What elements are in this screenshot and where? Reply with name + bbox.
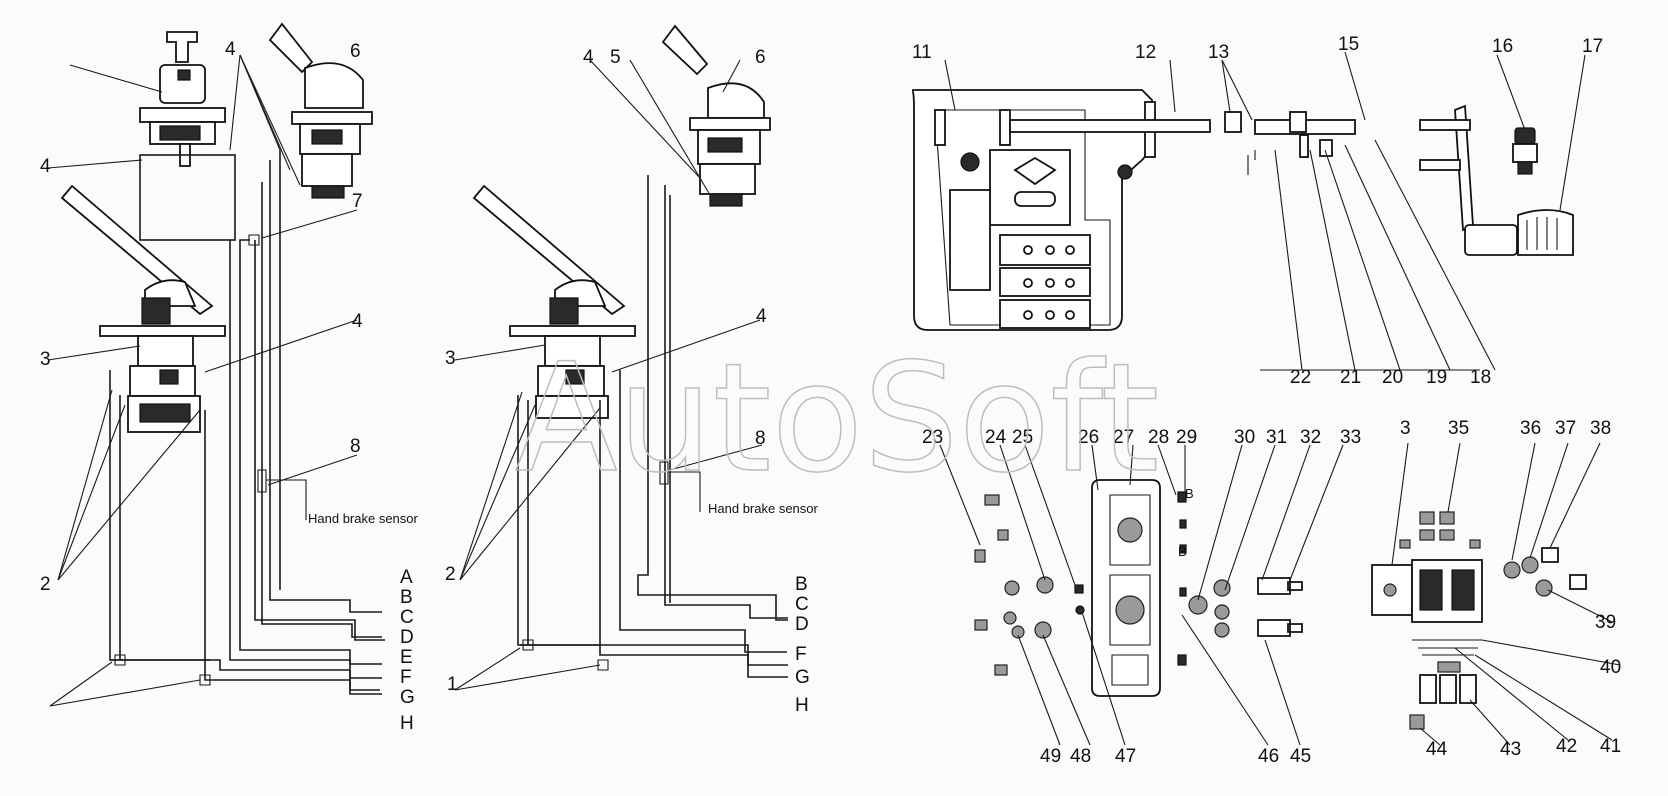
callout-44: 44: [1426, 739, 1448, 760]
middle-port-d: D: [795, 614, 809, 635]
callout-38: 38: [1590, 418, 1611, 439]
left-callout-2: 2: [40, 574, 51, 595]
left-piping: [109, 150, 385, 695]
middle-callout-2: 2: [445, 564, 456, 585]
callout-33: 33: [1340, 427, 1361, 448]
left-port-h: H: [400, 713, 414, 734]
callout-13: 13: [1208, 42, 1229, 63]
left-callout-8: 8: [350, 436, 361, 457]
pedal-assembly: 11 12 13 15 16 17 22 21 20 19 18: [911, 34, 1603, 388]
left-callout-4a: 4: [40, 156, 51, 177]
left-callout-6: 6: [350, 41, 361, 62]
callout-29: 29: [1176, 427, 1197, 448]
callout-49: 49: [1040, 746, 1061, 767]
switch-exploded-view: 3 35 36 37 38 39 40 41 42 43 44: [1371, 418, 1621, 760]
middle-port-g: G: [795, 667, 810, 688]
callout-17: 17: [1582, 36, 1603, 57]
left-port-g: G: [400, 687, 415, 708]
shaft-12: [1009, 119, 1211, 133]
lever-valve-3-middle: [472, 184, 636, 419]
callout-43: 43: [1500, 739, 1521, 760]
left-callout-4b: 4: [225, 39, 236, 60]
left-leaders: [47, 54, 358, 707]
sensor-16: [1512, 127, 1538, 175]
valve-body: [1091, 479, 1161, 697]
left-port-c: C: [400, 607, 414, 628]
callout-26: 26: [1078, 427, 1099, 448]
callout-47: 47: [1115, 746, 1136, 767]
callout-36: 36: [1520, 418, 1541, 439]
left-callout-7: 7: [352, 191, 363, 212]
valve-exploded-view: B B 23 24 25 26 27 28 29 30 31 32 33 49 …: [922, 427, 1361, 767]
callout-27: 27: [1113, 427, 1134, 448]
callout-31: 31: [1266, 427, 1287, 448]
left-diagram: 4 4 6 7 3 4 2 8 Hand brake sensor A B C …: [40, 22, 419, 734]
callout-24: 24: [985, 427, 1007, 448]
middle-callout-8: 8: [755, 428, 766, 449]
left-hand-brake-sensor-note: Hand brake sensor: [308, 511, 419, 526]
callout-41: 41: [1600, 736, 1621, 757]
callout-42: 42: [1556, 736, 1577, 757]
callout-46: 46: [1258, 746, 1279, 767]
middle-port-f: F: [795, 644, 807, 665]
callout-32: 32: [1300, 427, 1321, 448]
lever-valve-3-left: [60, 184, 226, 433]
left-callout-4c: 4: [352, 311, 363, 332]
middle-callout-1: 1: [447, 674, 458, 695]
brake-valve-6-left: [268, 22, 373, 199]
valve-mark-b1: B: [1178, 544, 1187, 559]
left-port-d: D: [400, 627, 414, 648]
callout-19: 19: [1426, 367, 1447, 388]
left-port-a: A: [400, 567, 413, 588]
switch-callout-3: 3: [1400, 418, 1411, 439]
middle-callouts: 4 5 6 3 4 2 1 8 Hand brake sensor B C D …: [445, 47, 819, 716]
left-callout-3: 3: [40, 349, 51, 370]
callout-20: 20: [1382, 367, 1403, 388]
callout-35: 35: [1448, 418, 1469, 439]
middle-port-h: H: [795, 695, 809, 716]
callout-45: 45: [1290, 746, 1311, 767]
callout-18: 18: [1470, 367, 1491, 388]
callout-21: 21: [1340, 367, 1361, 388]
middle-callout-4b: 4: [756, 306, 767, 327]
middle-hand-brake-sensor-note: Hand brake sensor: [708, 501, 819, 516]
brake-valve-6-middle: [661, 24, 771, 207]
middle-callout-3: 3: [445, 348, 456, 369]
callout-28: 28: [1148, 427, 1169, 448]
middle-callout-5: 5: [610, 47, 621, 68]
left-callouts: 4 4 6 7 3 4 2 8 Hand brake sensor A B C …: [40, 39, 419, 734]
middle-diagram: 4 5 6 3 4 2 1 8 Hand brake sensor B C D …: [445, 24, 819, 716]
middle-port-c: C: [795, 594, 809, 615]
left-port-b: B: [400, 587, 413, 608]
callout-25: 25: [1012, 427, 1033, 448]
left-port-f: F: [400, 667, 412, 688]
callout-48: 48: [1070, 746, 1091, 767]
watermark: AutoSoft: [515, 332, 1159, 506]
callout-30: 30: [1234, 427, 1255, 448]
callout-15: 15: [1338, 34, 1359, 55]
callout-40: 40: [1600, 657, 1621, 678]
middle-leaders: [454, 59, 763, 691]
middle-callout-4a: 4: [583, 47, 594, 68]
callout-37: 37: [1555, 418, 1576, 439]
callout-16: 16: [1492, 36, 1513, 57]
pedal-pad-17: [1517, 209, 1574, 256]
callout-11: 11: [912, 42, 932, 63]
callout-22: 22: [1290, 367, 1311, 388]
valve-mark-b2: B: [1185, 486, 1194, 501]
fasteners: [974, 491, 1303, 676]
mounting-box: [139, 154, 236, 241]
middle-port-b: B: [795, 574, 808, 595]
hand-valve-top-left: [139, 31, 226, 167]
callout-23: 23: [922, 427, 943, 448]
left-port-e: E: [400, 647, 413, 668]
middle-piping: [517, 175, 788, 678]
callout-12: 12: [1135, 42, 1156, 63]
middle-callout-6: 6: [755, 47, 766, 68]
callout-39: 39: [1595, 612, 1616, 633]
